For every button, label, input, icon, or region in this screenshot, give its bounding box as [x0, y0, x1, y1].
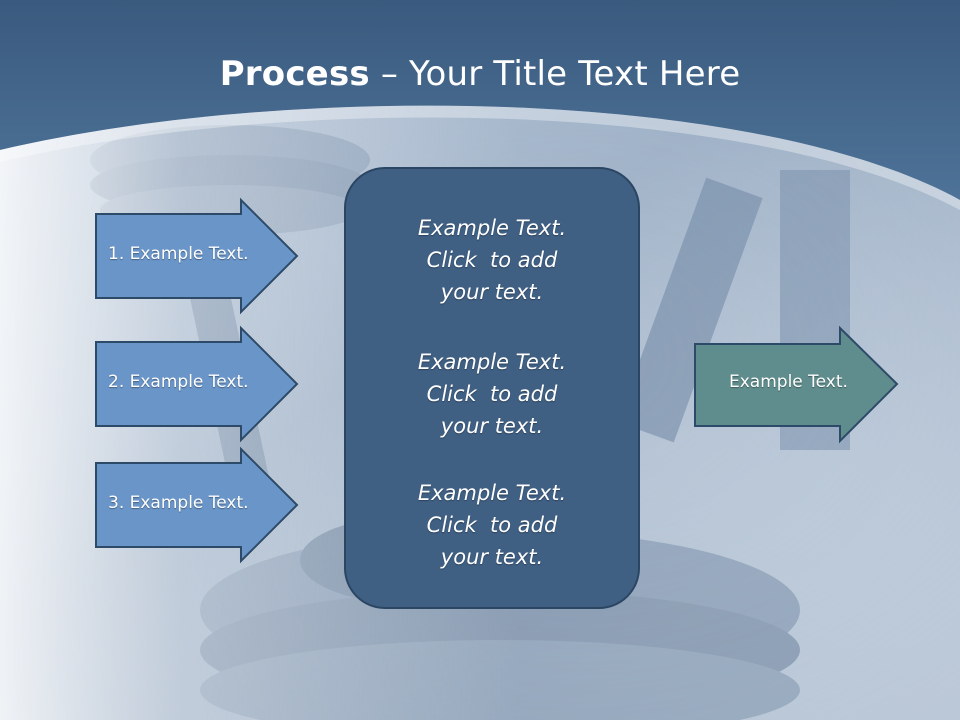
title-rest: – Your Title Text Here [369, 54, 741, 94]
center-block-3-line-1: Example Text. [417, 481, 567, 505]
left-arrow-3-label: 3. Example Text. [108, 493, 249, 513]
center-block-3: Example Text. Click to add your text. [345, 477, 639, 573]
center-block-2-line-1: Example Text. [417, 350, 567, 374]
page-title: Process – Your Title Text Here [0, 48, 960, 100]
center-block-2-line-3: your text. [440, 414, 544, 438]
header-curve-highlight [0, 105, 960, 210]
left-arrow-1-label: 1. Example Text. [108, 244, 249, 264]
center-block-2: Example Text. Click to add your text. [345, 346, 639, 442]
center-block-1-line-1: Example Text. [417, 216, 567, 240]
center-block-1-line-3: your text. [440, 280, 544, 304]
center-block-1-line-2: Click to add [426, 248, 558, 272]
center-block-3-line-2: Click to add [426, 513, 558, 537]
left-arrow-3[interactable] [95, 446, 299, 564]
header-band [0, 0, 960, 200]
center-block-3-line-3: your text. [440, 545, 544, 569]
title-bold: Process [219, 54, 370, 94]
right-output-label: Example Text. [729, 372, 848, 392]
right-output-arrow[interactable] [694, 325, 899, 444]
center-block-1: Example Text. Click to add your text. [345, 212, 639, 308]
center-box [344, 167, 640, 609]
left-arrow-2-label: 2. Example Text. [108, 372, 249, 392]
left-arrow-1[interactable] [95, 197, 299, 315]
center-block-2-line-2: Click to add [426, 382, 558, 406]
left-arrow-2[interactable] [95, 325, 299, 443]
